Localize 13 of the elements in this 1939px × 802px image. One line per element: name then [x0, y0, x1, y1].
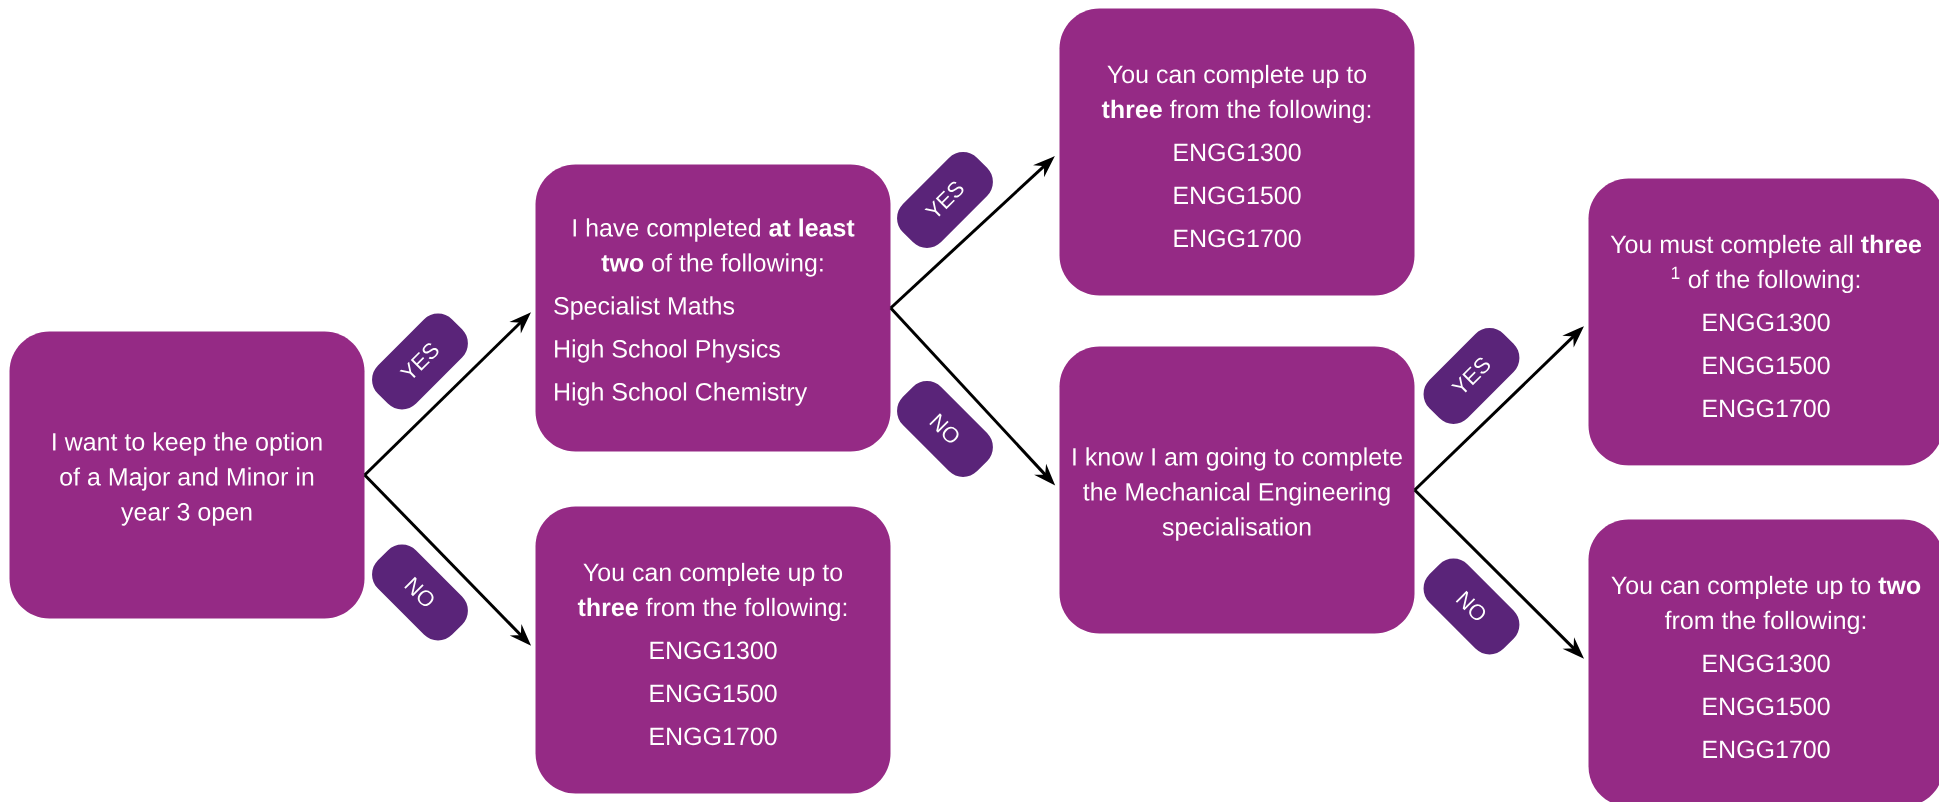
edge-label: YES	[924, 181, 964, 217]
edge-label: NO	[929, 413, 959, 443]
edge-label: YES	[399, 343, 439, 378]
question-box: I know I am going to complete the Mechanical Engineering specialisation	[1059, 346, 1415, 634]
result-box: You can complete up to two from the following: ENGG1300 ENGG1500 ENGG1700	[1588, 519, 1939, 802]
edge-label: NO	[1455, 590, 1486, 620]
result-box: You must complete all three $^{1}$ of the following: ENGG1300 ENGG1500 ENGG1700	[1588, 178, 1939, 466]
result-box: You can complete up to three from the following: ENGG1300 ENGG1500 ENGG1700	[1059, 8, 1415, 296]
edge-label: NO	[404, 576, 434, 606]
question-box: I have completed at least two of the following: Specialist Maths High School Physics High School Chemistry	[535, 164, 891, 452]
result-box: You can complete up to three from the following: ENGG1300 ENGG1500 ENGG1700	[535, 506, 891, 794]
edge-label: YES	[1450, 357, 1490, 393]
question-box: I want to keep the option of a Major and Minor in year 3 open	[9, 331, 365, 619]
